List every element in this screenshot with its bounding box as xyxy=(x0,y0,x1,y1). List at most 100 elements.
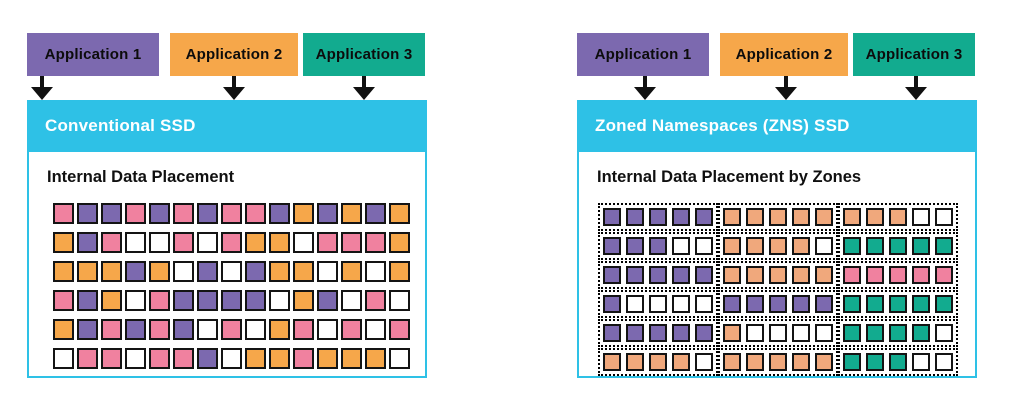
data-block-cell xyxy=(792,295,810,313)
data-block-cell xyxy=(77,232,98,253)
data-block-cell xyxy=(173,348,194,369)
data-block-cell xyxy=(912,266,930,284)
grid-row xyxy=(53,319,417,340)
data-block-cell xyxy=(672,295,690,313)
data-block-cell xyxy=(912,295,930,313)
data-block-cell xyxy=(746,353,764,371)
data-block-cell xyxy=(769,237,787,255)
down-arrow-icon xyxy=(223,76,245,100)
data-block-cell xyxy=(341,232,362,253)
data-block-cell xyxy=(365,203,386,224)
data-block-cell xyxy=(197,319,218,340)
zone xyxy=(838,203,958,231)
data-block-cell xyxy=(792,353,810,371)
data-block-cell xyxy=(269,232,290,253)
data-block-cell xyxy=(889,295,907,313)
data-block-cell xyxy=(245,348,266,369)
data-block-cell xyxy=(935,266,953,284)
data-block-cell xyxy=(149,261,170,282)
data-block-cell xyxy=(101,319,122,340)
data-block-cell xyxy=(221,348,242,369)
data-block-cell xyxy=(173,290,194,311)
data-block-cell xyxy=(341,348,362,369)
data-block-cell xyxy=(866,295,884,313)
data-block-cell xyxy=(149,232,170,253)
data-block-cell xyxy=(843,324,861,342)
zone-row xyxy=(598,290,967,318)
data-block-cell xyxy=(746,324,764,342)
ssd-body: Internal Data Placement xyxy=(27,152,427,378)
data-block-cell xyxy=(221,261,242,282)
data-block-cell xyxy=(245,290,266,311)
data-block-cell xyxy=(769,353,787,371)
data-block-cell xyxy=(365,348,386,369)
zone xyxy=(598,348,718,376)
data-block-cell xyxy=(889,353,907,371)
application-1-label: Application 1 xyxy=(594,46,692,63)
application-1-label: Application 1 xyxy=(44,46,142,63)
data-block-cell xyxy=(695,237,713,255)
data-block-cell xyxy=(101,348,122,369)
data-block-cell xyxy=(889,237,907,255)
data-block-cell xyxy=(843,353,861,371)
application-3-box: Application 3 xyxy=(853,33,975,76)
data-block-cell xyxy=(269,203,290,224)
data-block-cell xyxy=(77,203,98,224)
data-block-cell xyxy=(245,203,266,224)
data-block-cell xyxy=(221,319,242,340)
data-block-cell xyxy=(815,237,833,255)
data-block-cell xyxy=(603,208,621,226)
data-block-cell xyxy=(603,353,621,371)
data-block-cell xyxy=(792,324,810,342)
data-block-cell xyxy=(173,203,194,224)
data-block-cell xyxy=(197,348,218,369)
data-block-cell xyxy=(626,295,644,313)
data-block-cell xyxy=(317,290,338,311)
data-block-cell xyxy=(912,353,930,371)
data-block-cell xyxy=(649,266,667,284)
down-arrow-icon xyxy=(31,76,53,100)
data-block-cell xyxy=(341,261,362,282)
conventional-ssd-panel: Application 1 Application 2 Application … xyxy=(27,33,427,378)
zone xyxy=(718,348,838,376)
data-block-cell xyxy=(53,319,74,340)
data-block-cell xyxy=(77,319,98,340)
zone xyxy=(718,290,838,318)
data-block-cell xyxy=(935,208,953,226)
zone xyxy=(838,261,958,289)
data-block-cell xyxy=(889,266,907,284)
data-block-cell xyxy=(365,290,386,311)
data-block-cell xyxy=(912,324,930,342)
data-block-cell xyxy=(695,266,713,284)
data-block-cell xyxy=(125,319,146,340)
data-block-cell xyxy=(672,353,690,371)
data-block-cell xyxy=(317,203,338,224)
data-block-cell xyxy=(649,353,667,371)
data-block-cell xyxy=(125,348,146,369)
zone xyxy=(838,348,958,376)
data-block-cell xyxy=(649,237,667,255)
data-block-cell xyxy=(695,208,713,226)
data-block-cell xyxy=(365,261,386,282)
data-block-cell xyxy=(935,353,953,371)
body-title: Internal Data Placement xyxy=(47,168,235,186)
data-block-cell xyxy=(603,266,621,284)
data-block-cell xyxy=(173,319,194,340)
zoned-placement-grid xyxy=(598,203,967,376)
grid-row xyxy=(53,232,417,253)
data-block-cell xyxy=(626,266,644,284)
ssd-header-label: Zoned Namespaces (ZNS) SSD xyxy=(595,116,850,135)
data-block-cell xyxy=(341,319,362,340)
data-block-cell xyxy=(149,319,170,340)
grid-row xyxy=(53,348,417,369)
data-block-cell xyxy=(269,319,290,340)
data-block-cell xyxy=(149,203,170,224)
data-block-cell xyxy=(723,237,741,255)
data-block-cell xyxy=(723,324,741,342)
data-block-cell xyxy=(77,261,98,282)
data-block-cell xyxy=(792,237,810,255)
data-block-cell xyxy=(245,232,266,253)
data-block-cell xyxy=(843,237,861,255)
data-block-cell xyxy=(125,232,146,253)
